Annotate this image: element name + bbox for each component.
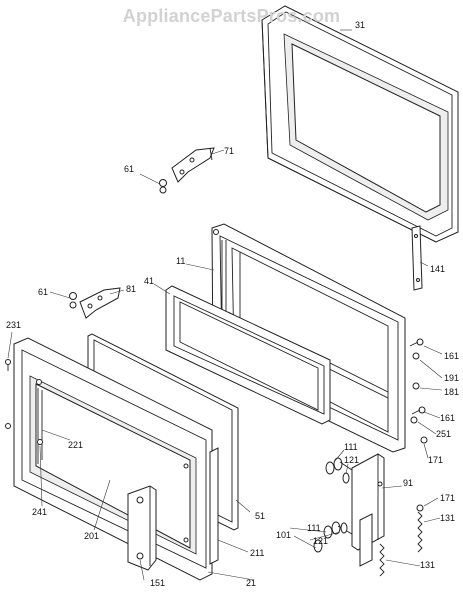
callout-51: 51 [255,511,265,521]
part-screw-lower-left [5,423,11,429]
part-101-roller [313,539,323,553]
callout-181: 181 [444,387,459,397]
callout-231: 231 [6,320,21,330]
part-131-spring-upper [417,511,423,553]
callout-101: 101 [276,530,291,540]
callout-221: 221 [68,440,83,450]
callout-111-upper: 111 [344,442,358,452]
callout-201: 201 [84,531,99,541]
part-61-screw-upper [159,179,167,194]
callout-151: 151 [150,578,165,588]
part-121-roller-lower [340,522,348,534]
callout-121-upper: 121 [344,455,359,465]
part-171-washer-lower [416,504,424,512]
callout-131-lower: 131 [420,560,435,570]
part-151-handle [127,485,157,571]
part-121-roller-upper [342,472,350,484]
part-211-strip [209,447,219,565]
watermark: AppliancePartsPros.com [122,6,341,26]
part-231-screw [5,359,11,371]
part-fasteners-right [409,338,426,424]
part-81-hinge-bracket [79,287,121,319]
part-91-hinge [351,453,385,567]
part-31-door-panel [261,5,459,243]
callout-21: 21 [246,578,256,588]
part-41-seal-frame [165,285,331,425]
part-111-roller-lower [323,521,353,539]
leader-lines [7,29,443,581]
callout-11: 11 [176,256,185,266]
callout-141: 141 [430,264,445,274]
callout-131-upper: 131 [440,513,455,523]
callout-71: 71 [224,146,234,156]
callout-171-upper: 171 [428,455,443,465]
part-71-hinge-bracket [171,147,215,183]
part-111-roller-upper [325,457,353,475]
callout-191: 191 [444,373,459,383]
part-61-screw-lower [69,292,77,309]
callout-121-lower: 121 [313,536,328,546]
part-131-spring-lower [379,543,385,577]
callout-81: 81 [126,284,136,294]
callout-61-upper: 61 [124,164,134,174]
part-141-bracket [411,225,423,291]
callout-labels: 31 71 61 11 41 61 81 231 141 161 191 181… [6,20,459,588]
callout-161-upper: 161 [444,351,459,361]
callout-31: 31 [355,20,365,30]
callout-41: 41 [144,276,154,286]
callout-61-lower: 61 [38,287,48,297]
callout-211: 211 [250,548,264,558]
callout-91: 91 [403,478,413,488]
callout-241: 241 [32,507,47,517]
callout-251: 251 [436,429,451,439]
callout-171-lower: 171 [440,493,455,503]
part-171-washer-upper [420,436,428,444]
callout-161-lower: 161 [440,413,455,423]
callout-111-lower: 111 [307,523,321,533]
